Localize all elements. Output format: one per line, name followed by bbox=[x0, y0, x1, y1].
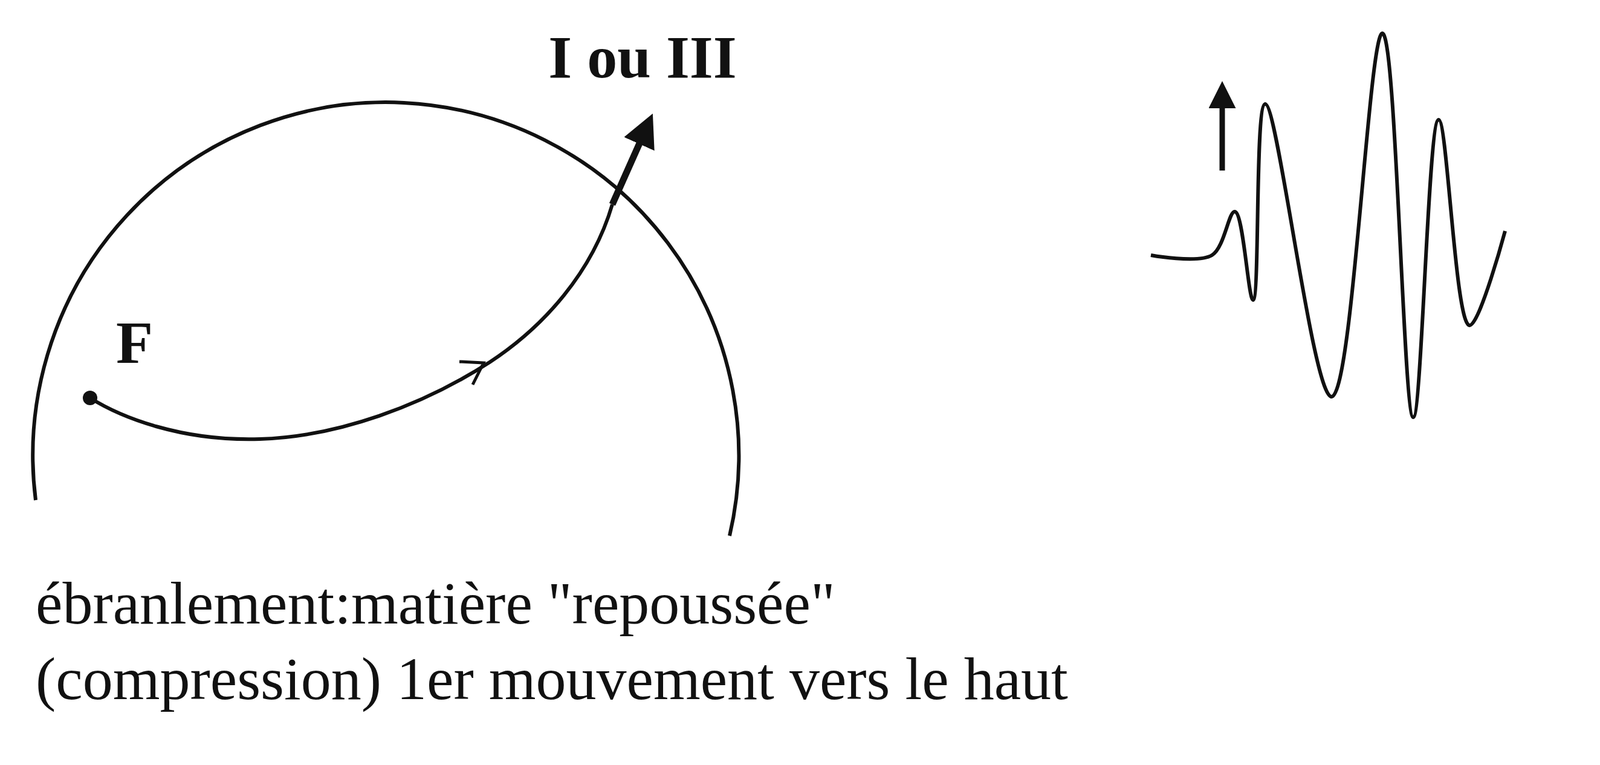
seismic-ray bbox=[90, 204, 613, 439]
seismogram-trace bbox=[1150, 33, 1506, 418]
caption: ébranlement:matière "repoussée" (compres… bbox=[35, 569, 1069, 713]
focus-label: F bbox=[116, 309, 153, 376]
earth-section-arc bbox=[32, 102, 739, 536]
first-motion-arrow bbox=[1219, 102, 1226, 171]
wrap-spacer bbox=[837, 565, 1072, 566]
ray-label: I ou III bbox=[548, 24, 737, 91]
ray-direction-chevron bbox=[459, 361, 484, 385]
emergence-arrow bbox=[612, 137, 642, 205]
caption-block: ébranlement:matière "repoussée" (compres… bbox=[35, 565, 1072, 717]
